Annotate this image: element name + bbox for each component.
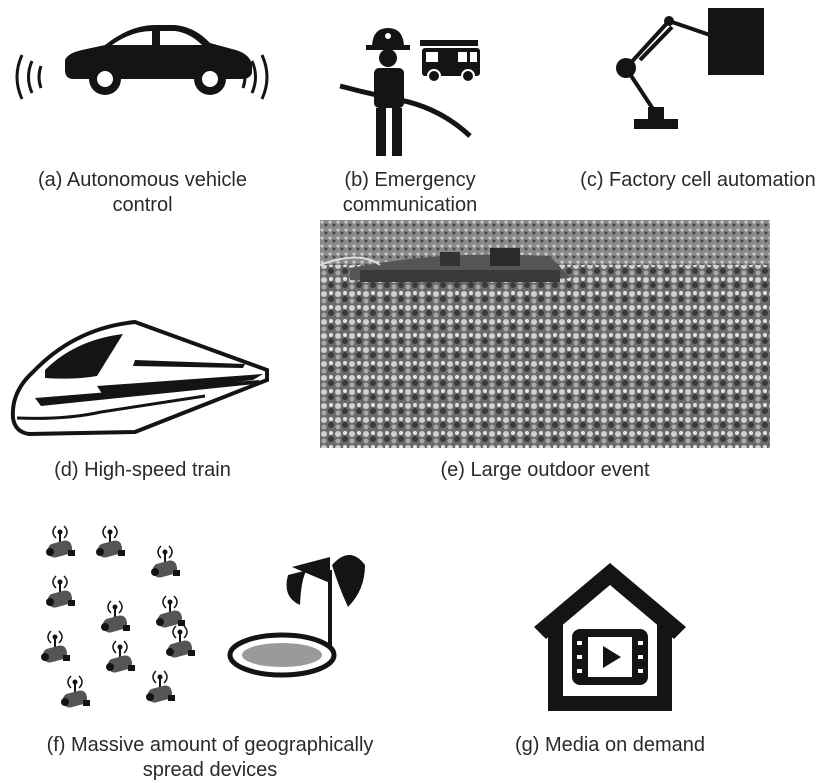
caption-factory-cell-automation: (c) Factory cell automation xyxy=(580,169,816,191)
crowd-photo xyxy=(319,220,770,448)
caption-large-outdoor-event: (e) Large outdoor event xyxy=(440,459,650,481)
house-media-icon xyxy=(534,563,686,711)
train-icon xyxy=(10,319,269,437)
firefighter-icon xyxy=(339,28,480,156)
caption-media-on-demand: (g) Media on demand xyxy=(514,734,706,756)
car-icon xyxy=(15,25,269,100)
caption-high-speed-train: (d) High-speed train xyxy=(54,459,231,481)
sensor-devices-icon xyxy=(40,525,365,710)
robot-arm-icon xyxy=(616,8,764,129)
